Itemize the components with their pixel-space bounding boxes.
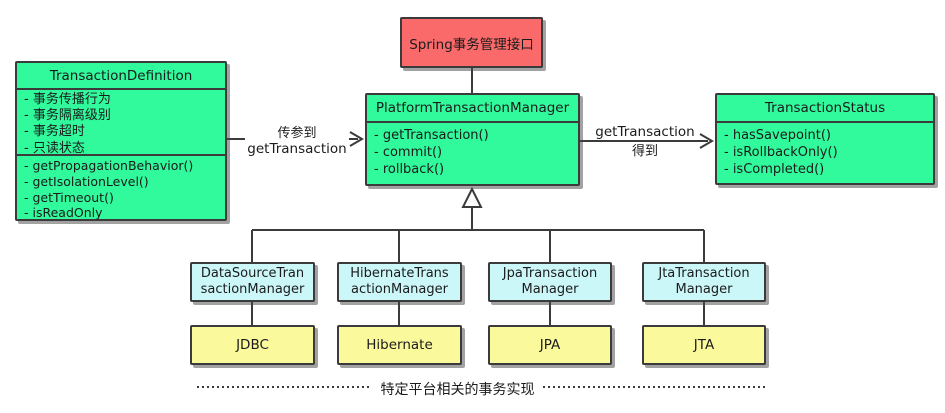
- method-item: - isReadOnly: [24, 205, 103, 221]
- spring-interface-node: Spring事务管理接口: [400, 17, 543, 68]
- field-item: - 事务隔离级别: [24, 108, 111, 124]
- left-arrowhead-icon: [349, 131, 364, 147]
- platform-node-label: Hibernate: [366, 337, 433, 353]
- method-item: - rollback(): [374, 162, 445, 177]
- transaction-definition-title: TransactionDefinition: [17, 63, 225, 90]
- transaction-definition-methods: - getPropagationBehavior() - getIsolatio…: [17, 156, 225, 220]
- method-item: - commit(): [374, 145, 443, 160]
- method-item: - isRollbackOnly(): [724, 145, 838, 160]
- method-item: - getTransaction(): [374, 128, 489, 143]
- left-arrow-label: 传参到 getTransaction: [245, 126, 349, 157]
- platform-node-jpa: JPA: [488, 325, 612, 365]
- transaction-status-title: TransactionStatus: [717, 95, 933, 123]
- platform-transaction-manager-node: PlatformTransactionManager - getTransact…: [365, 93, 580, 186]
- left-arrow-label-bottom: getTransaction: [247, 141, 347, 157]
- method-item: - getIsolationLevel(): [24, 173, 149, 189]
- transaction-definition-node: TransactionDefinition - 事务传播行为 - 事务隔离级别 …: [15, 61, 227, 221]
- transaction-definition-fields: - 事务传播行为 - 事务隔离级别 - 事务超时 - 只读状态: [17, 90, 225, 156]
- platform-node-jdbc: JDBC: [190, 325, 315, 365]
- method-item: - getTimeout(): [24, 189, 114, 205]
- field-item: - 事务超时: [24, 124, 85, 140]
- field-item: - 事务传播行为: [24, 92, 111, 107]
- spring-interface-label: Spring事务管理接口: [409, 36, 534, 53]
- platform-node-hibernate: Hibernate: [337, 325, 462, 365]
- transaction-status-methods: - hasSavepoint() - isRollbackOnly() - is…: [717, 123, 933, 178]
- platform-node-label: JPA: [539, 337, 561, 353]
- platform-transaction-manager-methods: - getTransaction() - commit() - rollback…: [367, 123, 578, 178]
- left-arrow-label-top: 传参到: [277, 126, 317, 141]
- right-arrow-label-top: getTransaction: [595, 124, 695, 140]
- field-item: - 只读状态: [24, 140, 85, 156]
- method-item: - isCompleted(): [724, 162, 825, 177]
- right-arrow-label-bottom: 得到: [631, 144, 658, 159]
- right-arrowhead-icon: [699, 133, 714, 149]
- generalization-triangle-icon: [461, 186, 483, 208]
- platform-node-label: JDBC: [236, 337, 269, 353]
- platform-transaction-manager-title: PlatformTransactionManager: [367, 95, 578, 123]
- method-item: - getPropagationBehavior(): [24, 158, 194, 173]
- platform-node-label: JTA: [693, 337, 715, 353]
- bottom-caption: 特定平台相关的事务实现: [380, 382, 535, 398]
- transaction-status-node: TransactionStatus - hasSavepoint() - isR…: [715, 93, 935, 185]
- method-item: - hasSavepoint(): [724, 128, 832, 143]
- platform-node-jta: JTA: [642, 325, 766, 365]
